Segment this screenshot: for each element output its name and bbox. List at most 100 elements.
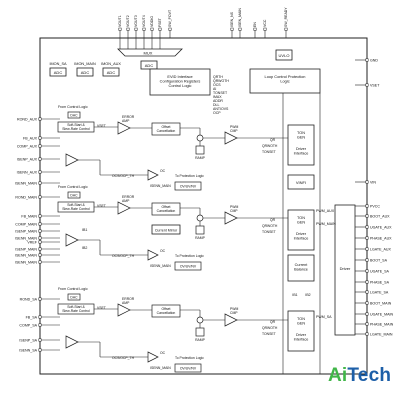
left-pin-label: ISENN_MAIN <box>15 260 37 264</box>
left-pin: ISENP_AUX <box>17 157 60 161</box>
watermark-ai: Ai <box>328 365 348 386</box>
from-control-logic-label: From Control Logic <box>58 287 88 291</box>
vinfi-label: VINFI <box>296 180 306 185</box>
right-pins: GNDVSETVINPVCCBOOT_AUXUGATE_AUXPHASE_AUX… <box>355 58 394 336</box>
ramp-label: RAMP <box>195 236 206 240</box>
right-pin-label: BOOT_MAIN <box>370 301 392 305</box>
top-pin-label: SW_READY <box>284 7 288 27</box>
right-pin-label: PVCC <box>370 204 380 208</box>
tonset-label: TONSET <box>262 230 276 234</box>
right-pin-label: BOOT_SA <box>370 258 388 262</box>
right-pin-label: VIN <box>370 180 376 184</box>
left-pin: ISENN_MAIN <box>15 181 60 185</box>
left-pin: ISENP_MAIN <box>15 229 60 233</box>
right-pin: VSET <box>355 83 380 87</box>
top-pin-label: VCC <box>263 19 267 27</box>
adc-label-4: ADC <box>145 63 154 68</box>
qr-label: QR <box>270 218 276 222</box>
left-pin-label: ISENN_MAIN <box>15 236 37 240</box>
right-pin: GND <box>355 58 378 62</box>
uvlo-block <box>275 49 293 61</box>
left-pin-label: ISENN_AUX <box>17 170 38 174</box>
left-pin: ROND_SA <box>20 297 60 301</box>
soft-start-label: Soft-Start &Slew-Rate Control <box>62 203 90 211</box>
left-pin-label: FB_MAIN <box>21 214 37 218</box>
qr-label: QR <box>270 320 276 324</box>
top-pin: VCC <box>263 19 267 38</box>
right-pin: BOOT_SA <box>355 258 388 262</box>
top-pin: VOUT3 <box>134 15 138 49</box>
ovuv-label: OV/UV/NV <box>180 367 197 371</box>
right-pin: PHASE_AUX <box>355 236 392 240</box>
pwm-sa-label: PWM_SA <box>316 315 332 319</box>
vinfi-block <box>287 174 315 190</box>
left-pin: ISENN_MAIN <box>15 236 60 240</box>
top-pin-label: VOUT3 <box>134 15 138 27</box>
top-pin: SW_READY <box>284 7 288 38</box>
left-pin-label: VREF <box>27 240 37 244</box>
right-pin: UGATE_MAIN <box>355 312 394 316</box>
imon-main-top: IMON_MAIN <box>74 62 96 66</box>
left-pin: ISENN_MAIN <box>15 260 60 264</box>
left-pin-label: ISENP_AUX <box>17 157 38 161</box>
adc-imon-aux <box>102 67 120 77</box>
right-pin-label: PHASE_MAIN <box>370 322 394 326</box>
dac-label: DAC <box>70 194 78 198</box>
top-pin-label: VOUT1 <box>118 15 122 27</box>
left-pin-label: COMP_SA <box>19 323 37 327</box>
mux-block <box>117 48 183 57</box>
qr-label: QR <box>270 138 276 142</box>
top-pin: ISEN_MAIN <box>238 8 242 38</box>
right-pin-label: VSET <box>370 83 380 87</box>
top-pin: ISEN_NS <box>230 11 234 38</box>
soft-start-label: Soft-Start &Slew-Rate Control <box>62 305 90 313</box>
top-pin: VDDIO <box>150 16 154 49</box>
left-pin-label: FB_SA <box>26 315 38 319</box>
left-pin: ROND_AUX <box>17 117 60 121</box>
qrwoth-label: QRWOTH <box>262 144 278 148</box>
left-pin-label: ISENP_MAIN <box>15 247 37 251</box>
left-pin-label: ROND_SA <box>20 297 38 301</box>
phase-blocks: From Control Logic DAC Soft-Start &Slew-Ra… <box>57 105 288 373</box>
left-pin-label: ISENP_SA <box>19 338 37 342</box>
ib1-bottom: IB1 <box>292 293 297 297</box>
left-pin: ROND_MAIN <box>15 195 60 199</box>
imon-aux-top: IMON_AUX <box>101 62 121 66</box>
top-pin-label: ISEN_NS <box>230 11 234 27</box>
top-pin: VOUT2 <box>126 15 130 49</box>
imon-sa-top: IMON_SA <box>49 62 67 66</box>
vset-label: VSET <box>97 306 106 310</box>
right-pin: UGATE_SA <box>355 269 390 273</box>
right-pin-label: BOOT_AUX <box>370 214 390 218</box>
adc-label-1: ADC <box>54 70 63 75</box>
isen-label: ISENN_MAIN <box>150 264 171 268</box>
ib1-label: IB1 <box>82 228 87 232</box>
aitech-watermark: AiTech <box>328 365 408 391</box>
driver-block <box>334 204 356 336</box>
pwm-main-label: PWM_MAIN <box>316 222 336 226</box>
adc-label-3: ADC <box>107 70 116 75</box>
ramp-label: RAMP <box>195 338 206 342</box>
oc-label: OC <box>160 249 166 253</box>
ocs-ocp-label: OCS/OCP_TH <box>112 254 135 258</box>
dac-label: DAC <box>70 114 78 118</box>
left-pin-label: ROND_MAIN <box>15 195 37 199</box>
top-pin-label: ISEN_MAIN <box>238 8 242 27</box>
left-pin-label: FB_AUX <box>23 136 38 140</box>
left-pin: FB_AUX <box>23 136 60 140</box>
adc-imon-sa <box>49 67 67 77</box>
current-mirror-block <box>151 224 181 235</box>
mux-label: MUX <box>144 51 153 56</box>
ramp-label: RAMP <box>195 156 206 160</box>
